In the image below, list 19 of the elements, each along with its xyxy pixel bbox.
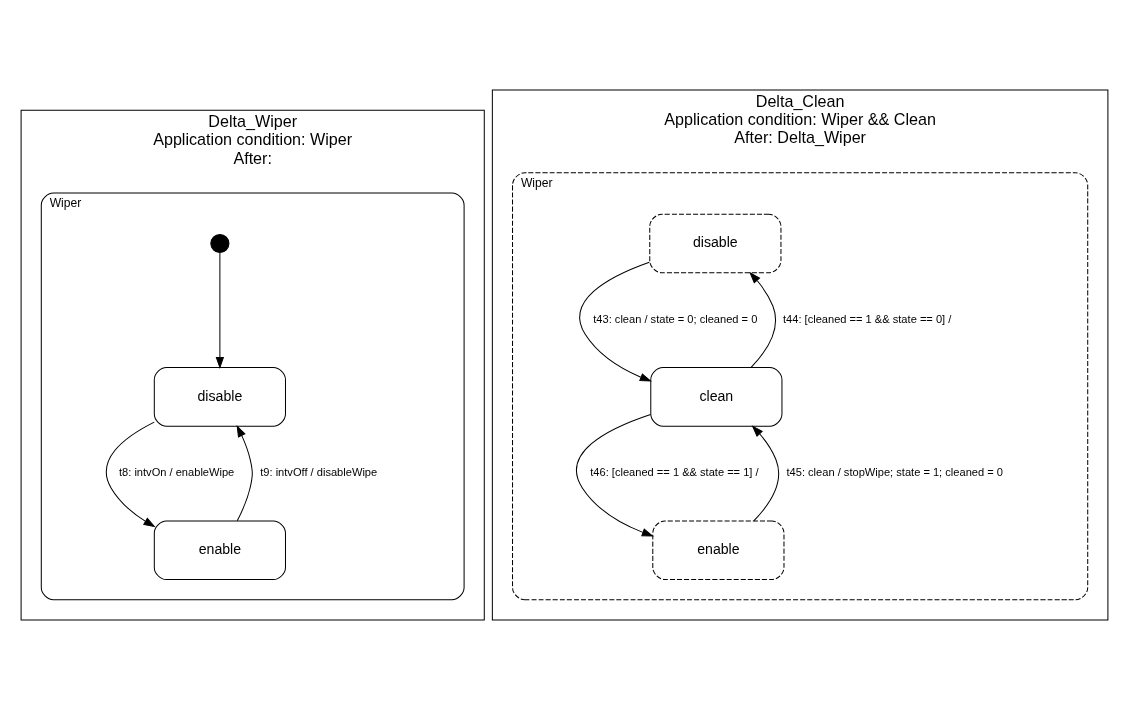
edge-label: t9: intvOff / disableWipe: [260, 466, 378, 479]
arrow: [236, 424, 253, 522]
edge-label: t45: clean / stopWipe; state = 1; cleaned = 0: [786, 466, 1003, 479]
node-box: enable: [153, 520, 286, 581]
edge-label: t43: clean / state = 0; cleaned = 0: [593, 313, 758, 326]
edge-label: t44: [cleaned == 1 && state == 0] /: [782, 313, 952, 326]
arrow: [751, 425, 780, 522]
arrow: [579, 261, 652, 382]
node-box: clean: [650, 367, 783, 427]
arrow: [215, 252, 225, 369]
arrow: [575, 414, 654, 537]
node-box: enable: [652, 520, 785, 581]
edge-label: t8: intvOn / enableWipe: [118, 466, 235, 479]
edge-label: t46: [cleaned == 1 && state == 1] /: [590, 466, 759, 479]
arrow: [749, 271, 776, 368]
node-circle: [210, 233, 230, 254]
node-box: disable: [649, 213, 782, 274]
node-box: disable: [153, 367, 286, 427]
arrow: [105, 421, 156, 528]
